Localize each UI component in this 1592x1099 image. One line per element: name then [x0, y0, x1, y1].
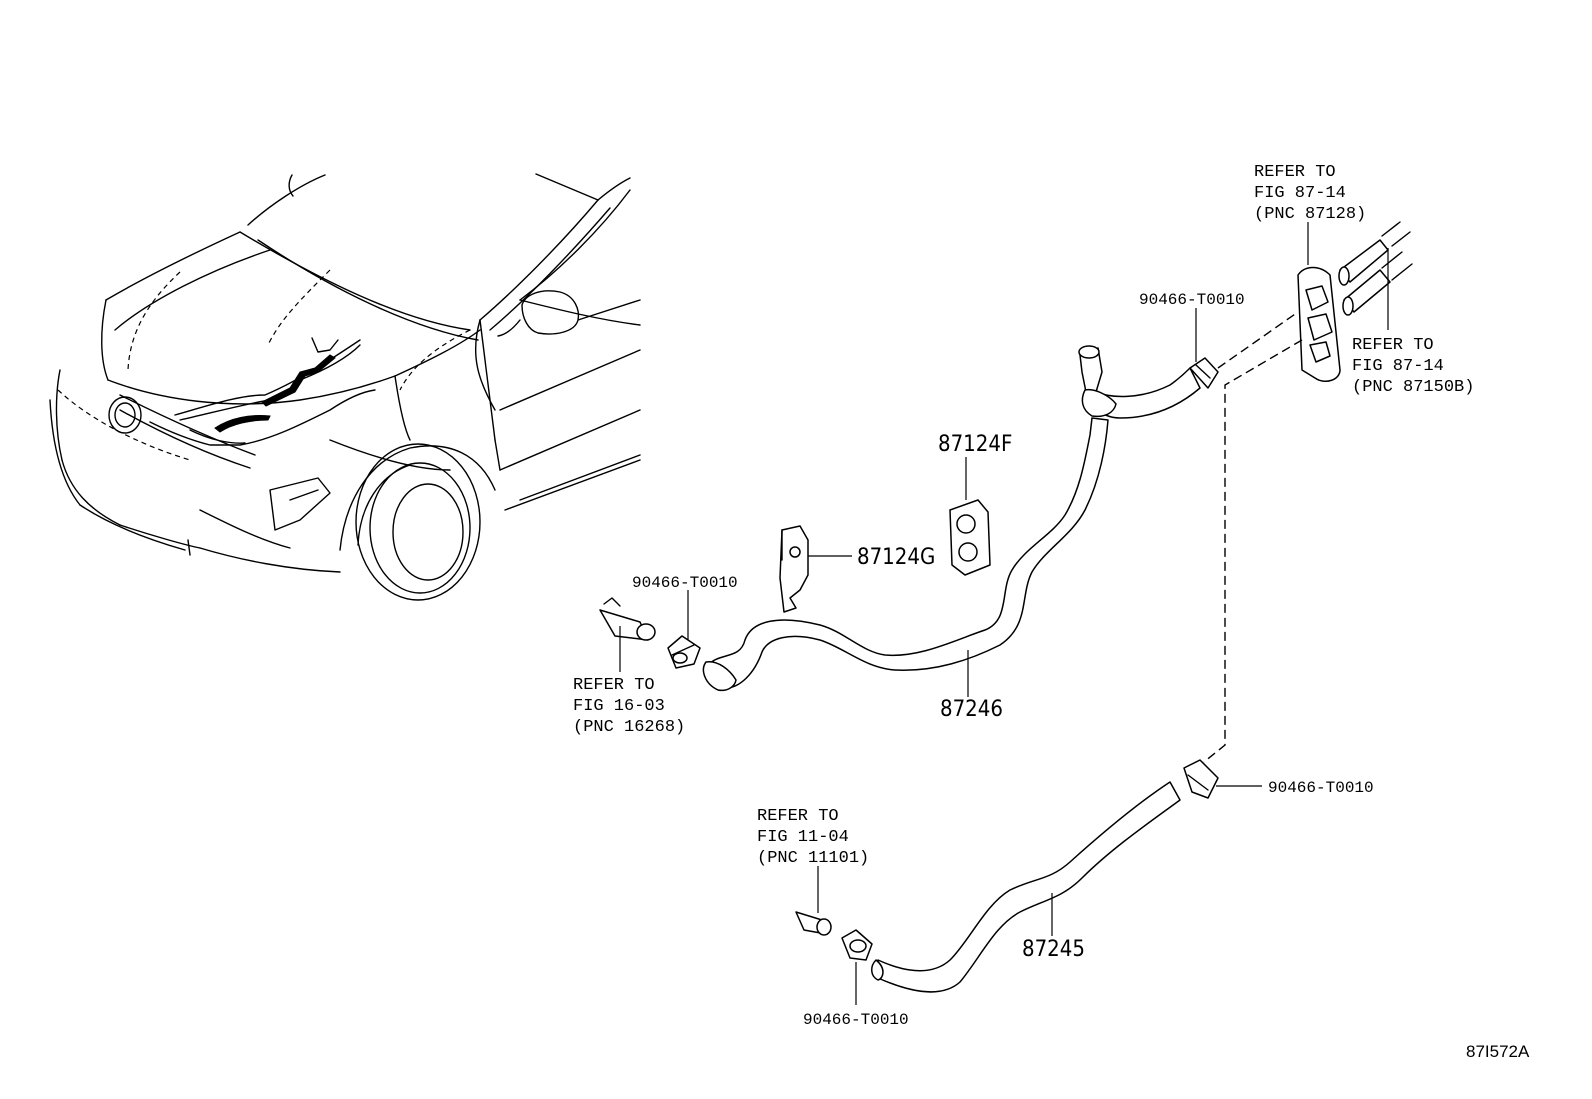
hose-87246: [707, 417, 1109, 689]
clamp-bottom: [841, 929, 873, 961]
clip-87124G: [779, 525, 809, 613]
ref-16268-line1: REFER TO: [573, 676, 655, 695]
ref-11101-line2: FIG 11-04: [757, 828, 849, 847]
label-87124G: 87124G: [857, 545, 935, 570]
reference-11101: REFER TO FIG 11-04 (PNC 11101): [757, 807, 869, 868]
pipe-16268: [599, 597, 656, 641]
label-clamp-left: 90466-T0010: [632, 574, 738, 592]
reference-16268: REFER TO FIG 16-03 (PNC 16268): [573, 676, 685, 737]
ref-87150B-line1: REFER TO: [1352, 336, 1434, 355]
clamp-left-upper: [667, 635, 701, 669]
label-87246: 87246: [940, 697, 1003, 722]
ref-87128-line2: FIG 87-14: [1254, 184, 1346, 203]
label-clamp-bottom: 90466-T0010: [803, 1011, 909, 1029]
clamp-right-lower: [1183, 759, 1219, 799]
dashed-guide-vertical: [1203, 339, 1303, 763]
vehicle-illustration: [49, 173, 641, 601]
ref-87128-line1: REFER TO: [1254, 163, 1336, 182]
label-87124F: 87124F: [938, 432, 1012, 457]
ref-11101-line1: REFER TO: [757, 807, 839, 826]
reference-87128: REFER TO FIG 87-14 (PNC 87128): [1254, 163, 1366, 224]
ref-16268-line3: (PNC 16268): [573, 718, 685, 737]
reference-87150B: REFER TO FIG 87-14 (PNC 87150B): [1352, 336, 1474, 397]
diagram-code: 87I572A: [1466, 1042, 1530, 1061]
pipe-11101: [795, 911, 832, 936]
label-clamp-top: 90466-T0010: [1139, 291, 1245, 309]
hose-87245: [877, 781, 1181, 993]
label-87245: 87245: [1022, 937, 1085, 962]
ref-87128-line3: (PNC 87128): [1254, 205, 1366, 224]
ref-87150B-line3: (PNC 87150B): [1352, 378, 1474, 397]
ref-87150B-line2: FIG 87-14: [1352, 357, 1444, 376]
ref-11101-line3: (PNC 11101): [757, 849, 869, 868]
bracket-87128: [1297, 221, 1413, 382]
dashed-guide-upper: [1217, 311, 1299, 369]
ref-16268-line2: FIG 16-03: [573, 697, 665, 716]
leader-lines: [619, 222, 1389, 1005]
clamp-87124F: [949, 499, 991, 576]
label-clamp-right: 90466-T0010: [1268, 779, 1374, 797]
upper-hose-assembly: [1078, 345, 1219, 419]
